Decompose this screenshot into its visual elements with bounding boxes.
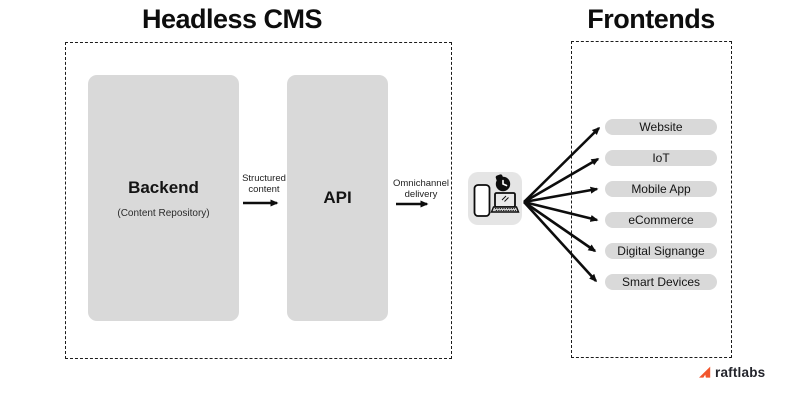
smartphone-icon: [473, 184, 491, 217]
frontend-pill-website: Website: [605, 119, 717, 135]
headless-cms-title: Headless CMS: [141, 4, 323, 34]
frontend-pill-mobile-app: Mobile App: [605, 181, 717, 197]
backend-box: Backend (Content Repository): [88, 75, 239, 321]
frontend-pill-ecommerce: eCommerce: [605, 212, 717, 228]
omnichannel-delivery-label: Omnichannel delivery: [393, 178, 449, 200]
frontend-pill-list: Website IoT Mobile App eCommerce Digital…: [605, 119, 717, 290]
headless-cms-group-border: [65, 42, 452, 359]
raftlabs-logo-icon: [699, 366, 711, 378]
devices-illustration: [473, 174, 520, 217]
devices-box: [468, 172, 522, 225]
raftlabs-logo: raftlabs: [698, 365, 765, 380]
frontends-title: Frontends: [587, 4, 715, 34]
laptop-icon: [490, 192, 520, 213]
api-title: API: [323, 188, 352, 207]
frontend-pill-smart-devices: Smart Devices: [605, 274, 717, 290]
smartwatch-icon: [495, 174, 511, 192]
backend-subtitle: (Content Repository): [117, 207, 210, 219]
raftlabs-logo-text: raftlabs: [715, 365, 766, 380]
frontend-pill-digital-signage: Digital Signange: [605, 243, 717, 259]
frontend-pill-iot: IoT: [605, 150, 717, 166]
structured-content-label: Structured content: [242, 173, 286, 195]
api-box: API: [287, 75, 388, 321]
backend-title: Backend: [128, 177, 199, 197]
